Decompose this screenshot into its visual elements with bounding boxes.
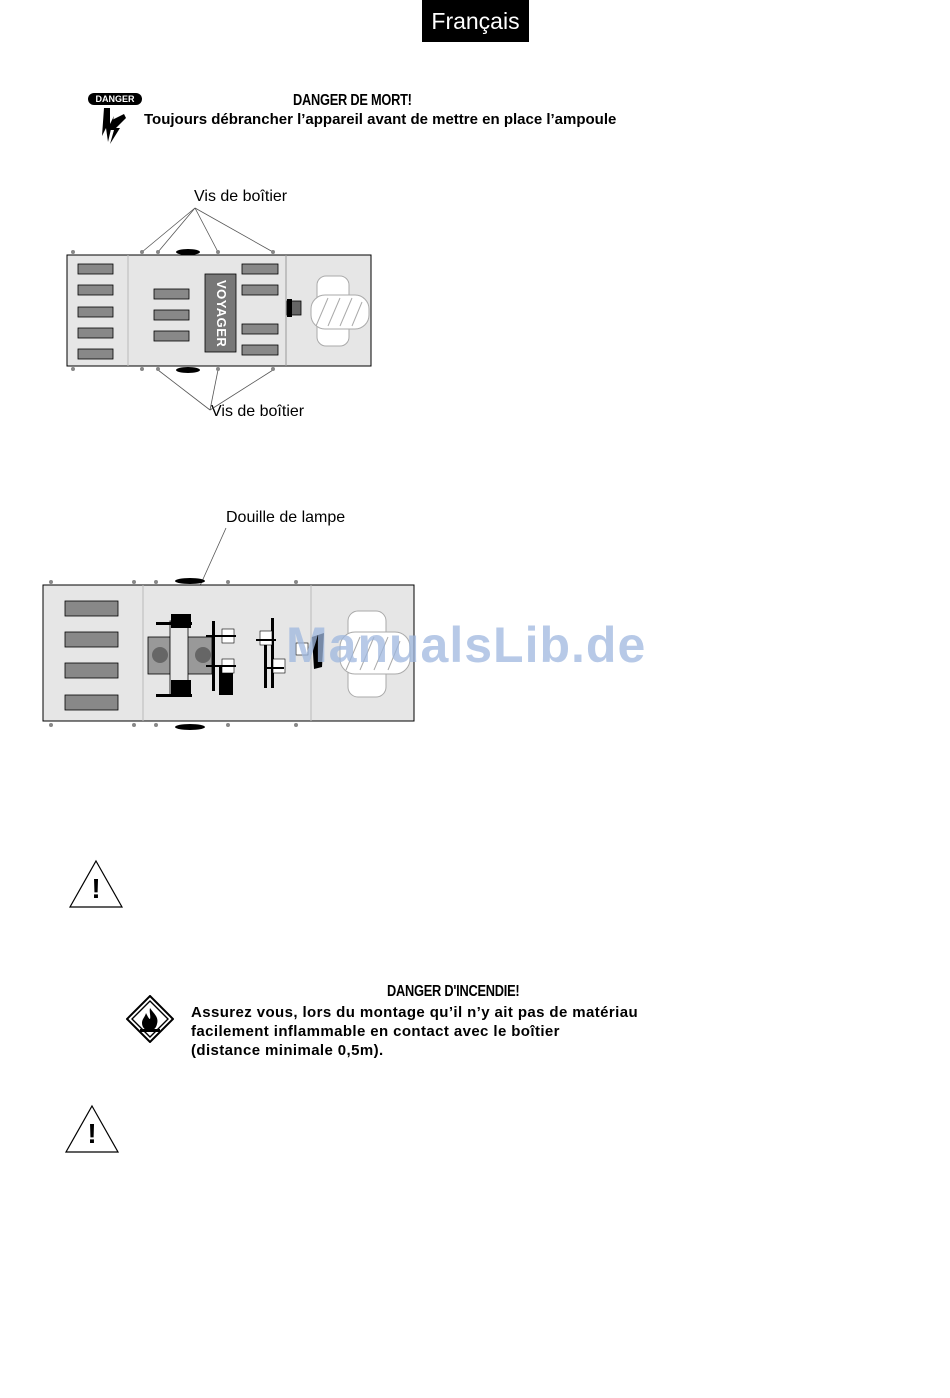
- fire-danger-text: Assurez vous, lors du montage qu’il n’y …: [191, 1003, 638, 1060]
- electric-hazard-icon: [102, 108, 126, 144]
- brand-text: VOYAGER: [214, 279, 229, 348]
- warning-triangle-icon-2: [64, 1104, 120, 1153]
- fire-danger-title: DANGER D'INCENDIE!: [387, 983, 520, 1000]
- diagram1-label-bottom: Vis de boîtier: [211, 403, 305, 420]
- watermark: ManualsLib.de: [286, 617, 647, 673]
- diagram2-label: Douille de lampe: [226, 509, 346, 526]
- language-tab: Français: [422, 0, 529, 42]
- danger-badge: DANGER: [88, 93, 142, 105]
- danger-title: DANGER DE MORT!: [293, 92, 412, 109]
- fixture-top-view-diagram: [66, 207, 372, 411]
- fixture-open-view-diagram: [42, 527, 415, 730]
- warning-exclamation-2: !: [87, 1118, 97, 1149]
- fire-text-line-1: Assurez vous, lors du montage qu’il n’y …: [191, 1004, 639, 1021]
- warning-triangle-icon: [68, 859, 124, 908]
- fire-text-line-2: facilement inflammable en contact avec l…: [191, 1023, 560, 1040]
- fire-hazard-icon: [126, 995, 174, 1043]
- warning-exclamation: !: [91, 873, 101, 904]
- fire-text-line-3: (distance minimale 0,5m).: [191, 1042, 384, 1059]
- diagram1-label-top: Vis de boîtier: [194, 188, 288, 205]
- danger-text: Toujours débrancher l’appareil avant de …: [144, 111, 617, 128]
